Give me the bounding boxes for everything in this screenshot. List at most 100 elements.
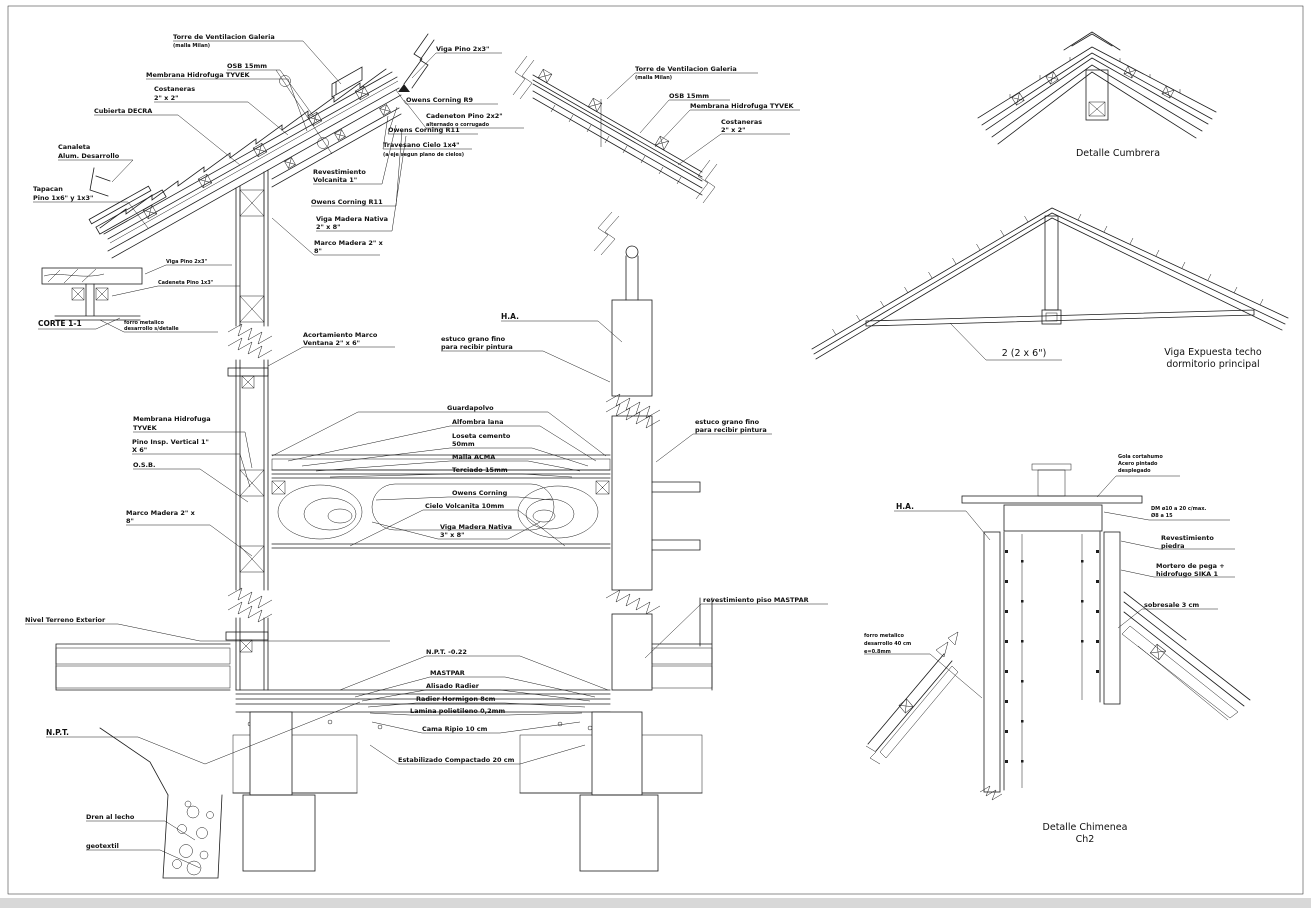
label-nivel-terreno: Nivel Terreno Exterior (25, 616, 106, 624)
label-owens-r11-a: Owens Corning R11 (388, 126, 460, 134)
label-torre-ventilacion: Torre de Ventilacion Galeria (173, 33, 275, 41)
label-tapacan-2: Pino 1x6" y 1x3" (33, 194, 93, 202)
label-travesano-1: Travesano Cielo 1x4" (383, 141, 460, 149)
label-dm-1: DM ø10 a 20 c/max. (1151, 506, 1206, 512)
title-corte-1-1: CORTE 1-1 (38, 319, 82, 328)
label-dm-2: Ø8 a 15 (1151, 512, 1173, 519)
sheet-border (7, 5, 1304, 895)
label-mid-torre: Torre de Ventilacion Galeria (635, 65, 737, 73)
label-owens-r9: Owens Corning R9 (406, 96, 474, 104)
label-osb-15: OSB 15mm (227, 62, 267, 70)
label-mastpar: MASTPAR (430, 669, 465, 677)
label-wall-membrana-1: Membrana Hidrofuga (133, 415, 211, 423)
page-bottom-edge (0, 898, 1311, 908)
title-viga-expuesta-1: Viga Expuesta techo (1164, 347, 1262, 358)
label-radier: Radier Hormigon 8cm (416, 695, 496, 703)
label-alfombra: Alfombra lana (452, 418, 503, 426)
label-membrana-tyvek: Membrana Hidrofuga TYVEK (146, 71, 251, 79)
label-ripio: Cama Ripio 10 cm (422, 725, 488, 733)
label-loseta-2: 50mm (452, 440, 475, 448)
leader-lines (25, 40, 1235, 869)
label-gola-2: Acero pintado (1118, 461, 1158, 467)
label-forro-1: forro metalico (864, 633, 904, 639)
label-ha-chimney: H.A. (896, 502, 914, 511)
label-forro-3: e=0.8mm (864, 649, 891, 655)
label-osb-wall: O.S.B. (133, 461, 155, 469)
label-acortamiento-1: Acortamiento Marco (303, 331, 378, 339)
label-estuco-right-2: para recibir pintura (695, 426, 767, 434)
cumbrera-detail (977, 31, 1217, 145)
label-terciado: Terciado 15mm (452, 466, 508, 474)
label-stadium-outline (371, 483, 555, 531)
label-geotextil: geotextil (86, 842, 119, 850)
label-acortamiento-2: Ventana 2" x 6" (303, 339, 360, 347)
label-corte-forro-2: desarrollo s/detalle (124, 326, 179, 332)
label-canaleta-2: Alum. Desarrollo (58, 152, 120, 160)
label-owens-r11-b: Owens Corning R11 (311, 198, 383, 206)
label-torre-ventilacion-sub: (malla Milan) (173, 43, 210, 49)
label-canaleta-1: Canaleta (58, 143, 90, 151)
label-wall-marco-2: 8" (126, 517, 134, 525)
label-viga-nativa-1: Viga Madera Nativa (316, 215, 388, 223)
title-chimenea-ch2: Ch2 (1076, 834, 1095, 845)
label-travesano-2: (a eje segun plano de cielos) (383, 152, 464, 158)
label-rev-piedra-1: Revestimiento (1161, 534, 1214, 542)
label-estabilizado: Estabilizado Compactado 20 cm (398, 756, 515, 764)
label-viga-nativa-2: 2" x 8" (316, 223, 341, 231)
wood-grain (277, 484, 599, 540)
chimney-detail (865, 463, 1251, 801)
label-corte-forro-1: forro metalico (124, 320, 164, 326)
label-mid-costaneras-2: 2" x 2" (721, 126, 746, 134)
corte-1-1-detail (41, 267, 143, 321)
label-pino-insp-2: X 6" (132, 446, 147, 454)
labels: Torre de Ventilacion Galeria (malla Mila… (25, 33, 1262, 850)
label-mid-torre-sub: (malla Milan) (635, 75, 672, 81)
eave-roof-detail (88, 33, 435, 259)
label-wall-membrana-2: TYVEK (133, 424, 158, 432)
label-revestimiento-2: Volcanita 1" (313, 176, 357, 184)
label-guardapolvo: Guardapolvo (447, 404, 494, 412)
label-cielo-volcanita: Cielo Volcanita 10mm (425, 502, 504, 510)
label-costaneras-1: Costaneras (154, 85, 195, 93)
drain-gravel (172, 800, 214, 876)
wall-section (225, 169, 273, 691)
label-costaneras-2: 2" x 2" (154, 94, 179, 102)
label-revestimiento-1: Revestimiento (313, 168, 366, 176)
label-mortero-1: Mortero de pega + (1156, 562, 1225, 570)
mid-roof-detail (512, 55, 718, 256)
label-marco-madera-2: 8" (314, 247, 322, 255)
label-viga-nativa3-2: 3" x 8" (440, 531, 465, 539)
label-marco-madera-1: Marco Madera 2" x (314, 239, 384, 247)
label-mortero-2: hidrofugo SIKA 1 (1156, 570, 1218, 578)
label-npt-022: N.P.T. -0.22 (426, 648, 467, 656)
label-npt: N.P.T. (46, 728, 69, 737)
label-viga-nativa3-1: Viga Madera Nativa (440, 523, 512, 531)
label-estuco-2: para recibir pintura (441, 343, 513, 351)
label-pino-insp-1: Pino Insp. Vertical 1" (132, 438, 209, 446)
label-dren: Dren al lecho (86, 813, 135, 821)
label-lamina: Lamina polietileno 0,2mm (410, 707, 505, 715)
label-gola-3: desplegado (1118, 468, 1151, 474)
label-truss-dim: 2 (2 x 6") (1002, 348, 1047, 359)
label-alisado: Alisado Radier (426, 682, 480, 690)
label-corte-cadeneta: Cadeneta Pino 1x3" (158, 280, 214, 286)
label-loseta-1: Loseta cemento (452, 432, 511, 440)
title-detalle-chimenea: Detalle Chimenea (1043, 822, 1128, 833)
label-mid-membrana: Membrana Hidrofuga TYVEK (690, 102, 795, 110)
label-corte-viga: Viga Pino 2x3" (166, 259, 207, 265)
rebar-dots (1005, 550, 1099, 763)
label-cubierta-decra: Cubierta DECRA (94, 107, 152, 115)
ground-floor-foundation (55, 597, 713, 879)
label-wall-marco-1: Marco Madera 2" x (126, 509, 196, 517)
label-malla-acma: Malla ACMA (452, 453, 495, 461)
label-mid-costaneras-1: Costaneras (721, 118, 762, 126)
title-detalle-cumbrera: Detalle Cumbrera (1076, 148, 1160, 159)
label-sobresale: sobresale 3 cm (1144, 601, 1199, 609)
label-piso-mastpar: revestimiento piso MASTPAR (703, 596, 809, 604)
label-cadeneton-1: Cadeneton Pino 2x2" (426, 112, 503, 120)
truss-detail (811, 207, 1289, 360)
label-estuco-1: estuco grano fino (441, 335, 506, 343)
label-ha-wall: H.A. (501, 312, 519, 321)
